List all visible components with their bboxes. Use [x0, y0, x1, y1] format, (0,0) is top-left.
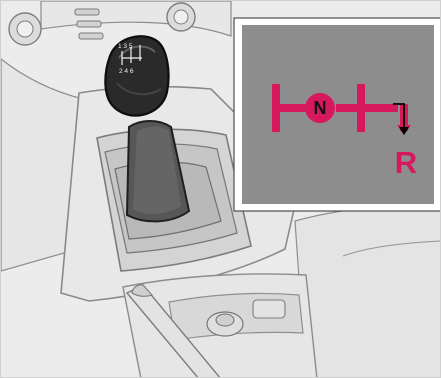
left-dial-center	[17, 21, 33, 37]
gear-pattern-bottom: 2 4 6	[119, 68, 134, 75]
tray-slot	[253, 300, 285, 318]
right-seat-panel	[295, 206, 441, 378]
dash-button-1	[75, 9, 99, 15]
gear-pattern-top: 1 3 5	[118, 43, 133, 50]
reverse-label: R	[395, 145, 417, 180]
gear-knob	[105, 36, 168, 115]
dash-button-3	[79, 33, 103, 39]
lower-knob-center	[216, 314, 234, 326]
dash-button-2	[77, 21, 101, 27]
neutral-label: N	[314, 98, 327, 118]
center-dial-center	[174, 10, 188, 24]
